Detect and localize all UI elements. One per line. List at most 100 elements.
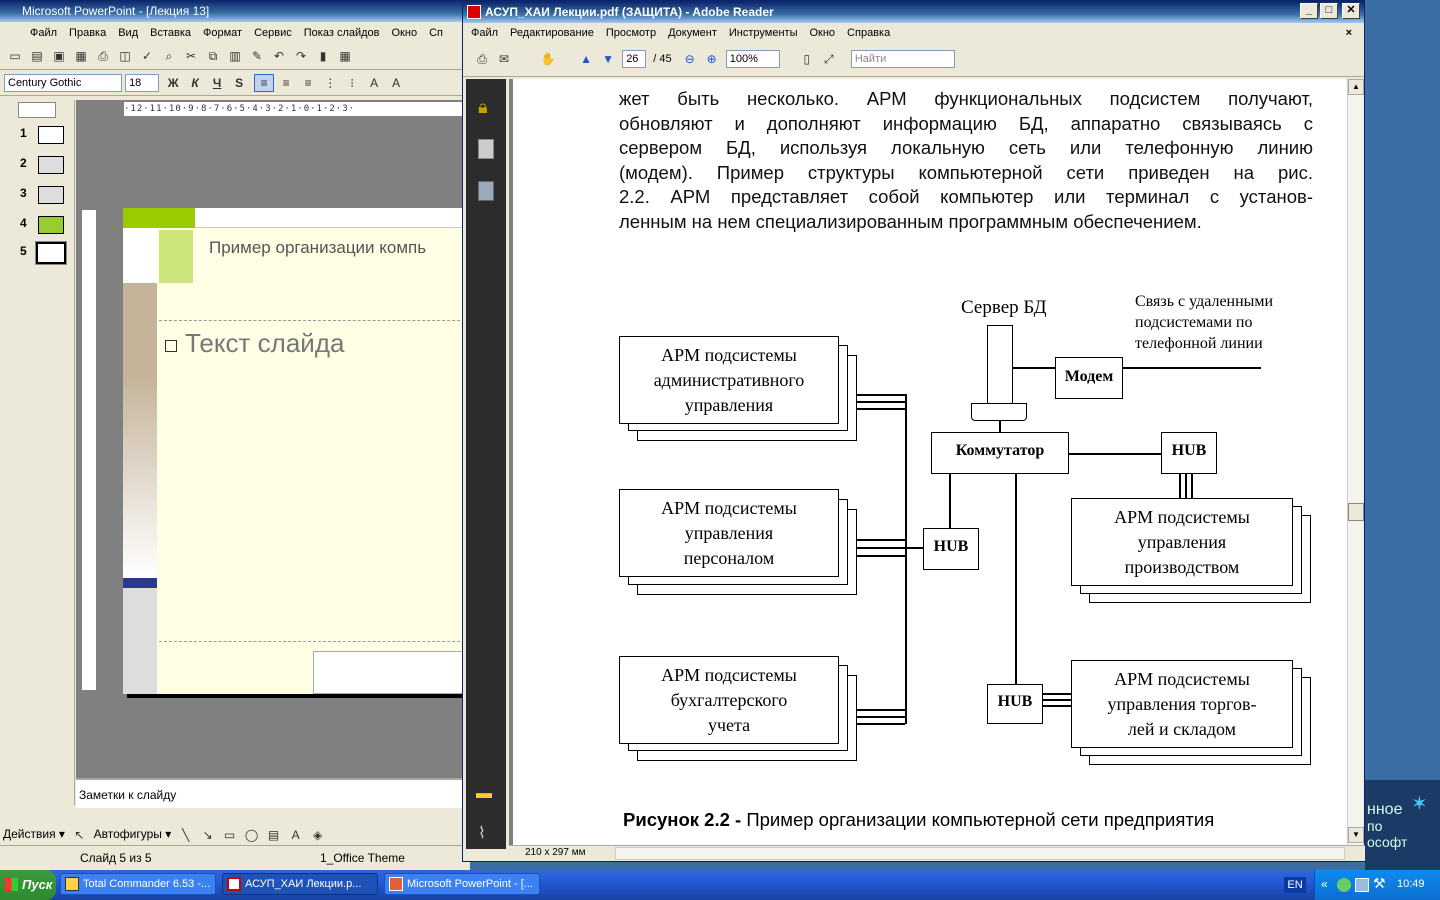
line-icon[interactable]: ╲: [181, 828, 190, 842]
rectangle-icon[interactable]: ▭: [223, 828, 236, 842]
grow-font-icon[interactable]: A: [370, 76, 379, 90]
reader-menu-tools[interactable]: Инструменты: [728, 27, 798, 39]
actions-menu[interactable]: Действия ▾: [3, 827, 65, 842]
format-painter-icon[interactable]: ✎: [251, 49, 263, 63]
zoom-out-icon[interactable]: ⊖: [684, 52, 695, 66]
start-button[interactable]: Пуск: [0, 870, 56, 900]
reader-menu-window[interactable]: Окно: [809, 27, 836, 39]
fit-page-icon[interactable]: ▯: [803, 52, 811, 66]
thumb-4[interactable]: 4: [20, 216, 70, 234]
ppt-menu-file[interactable]: Файл: [30, 27, 58, 39]
notes-pane[interactable]: Заметки к слайду: [76, 778, 470, 808]
print-icon[interactable]: ⎙: [98, 49, 108, 63]
numbering-icon[interactable]: ⋮: [324, 76, 337, 90]
taskbar-item-powerpoint[interactable]: Microsoft PowerPoint - [...: [384, 873, 540, 895]
ppt-menu-slideshow[interactable]: Показ слайдов: [303, 27, 380, 39]
reader-menu-help[interactable]: Справка: [847, 27, 891, 39]
ppt-menu-tools[interactable]: Сервис: [254, 27, 292, 39]
maximize-button[interactable]: □: [1320, 3, 1338, 19]
slide-title[interactable]: Пример организации компь: [209, 238, 427, 257]
scroll-up-icon[interactable]: ▲: [1348, 79, 1364, 95]
open-icon[interactable]: ▤: [31, 49, 43, 63]
fit-width-icon[interactable]: ⤢: [823, 52, 834, 66]
table-icon[interactable]: ▦: [339, 49, 351, 63]
cut-icon[interactable]: ✂: [185, 49, 197, 63]
vertical-scrollbar[interactable]: ▲ ▼: [1347, 79, 1364, 845]
redo-icon[interactable]: ↷: [295, 49, 307, 63]
arrow-icon[interactable]: ↘: [202, 828, 213, 842]
outline-tab-icon[interactable]: [18, 102, 56, 118]
comments-icon[interactable]: ▬: [476, 785, 492, 802]
attachments-icon[interactable]: ⌇: [478, 825, 486, 842]
autoshapes-menu[interactable]: Автофигуры ▾: [93, 827, 172, 842]
bold-button[interactable]: Ж: [167, 76, 179, 90]
page-number-input[interactable]: 26: [622, 50, 647, 68]
print-icon[interactable]: ⎙: [477, 52, 487, 66]
preview-icon[interactable]: ◫: [119, 49, 131, 63]
fill-color-icon[interactable]: ◈: [312, 828, 323, 842]
next-page-icon[interactable]: ▼: [602, 52, 615, 66]
ppt-menu-view[interactable]: Вид: [118, 27, 139, 39]
minimize-button[interactable]: _: [1300, 3, 1318, 19]
select-arrow-icon[interactable]: ↖: [74, 828, 85, 842]
reader-menu-file[interactable]: Файл: [471, 27, 499, 39]
oval-icon[interactable]: ◯: [244, 828, 259, 842]
copy-icon[interactable]: ⧉: [208, 49, 218, 63]
undo-icon[interactable]: ↶: [273, 49, 285, 63]
pages-icon[interactable]: [478, 139, 494, 159]
scroll-thumb[interactable]: [1348, 503, 1364, 521]
scroll-down-icon[interactable]: ▼: [1348, 827, 1364, 843]
slide-body-box[interactable]: [159, 320, 470, 642]
textbox-icon[interactable]: ▤: [267, 828, 280, 842]
reader-menu-document[interactable]: Документ: [668, 27, 717, 39]
slide-canvas[interactable]: Пример организации компь Текст слайда: [123, 208, 470, 694]
align-center-icon[interactable]: ≡: [282, 76, 290, 90]
bullets-icon[interactable]: ⁝: [350, 76, 355, 90]
font-size-select[interactable]: 18: [125, 74, 160, 92]
shadow-button[interactable]: S: [235, 76, 244, 90]
thumb-5[interactable]: 5: [20, 241, 70, 265]
paste-icon[interactable]: ▥: [229, 49, 241, 63]
ppt-menu-format[interactable]: Формат: [203, 27, 243, 39]
ppt-menu-help[interactable]: Сп: [429, 27, 443, 39]
taskbar-item-totalcmd[interactable]: Total Commander 6.53 -...: [60, 873, 216, 895]
shrink-font-icon[interactable]: A: [392, 76, 401, 90]
doc-close-icon[interactable]: ×: [1345, 27, 1352, 39]
find-input[interactable]: Найти: [850, 50, 955, 68]
email-icon[interactable]: ✉: [498, 52, 510, 66]
ppt-menu-insert[interactable]: Вставка: [150, 27, 192, 39]
tray-expand-icon[interactable]: «: [1321, 877, 1328, 891]
ppt-menu-edit[interactable]: Правка: [69, 27, 107, 39]
tray-app-icon[interactable]: [1337, 878, 1351, 892]
underline-button[interactable]: Ч: [212, 76, 222, 90]
wordart-icon[interactable]: A: [291, 828, 300, 842]
hand-tool-icon[interactable]: ✋: [540, 52, 556, 66]
language-indicator[interactable]: EN: [1284, 877, 1306, 893]
taskbar-item-reader[interactable]: АСУП_ХАИ Лекции.р...: [222, 873, 378, 895]
horizontal-scrollbar[interactable]: [615, 847, 1345, 860]
thumb-3[interactable]: 3: [20, 186, 70, 204]
tray-tools-icon[interactable]: ⚒: [1373, 875, 1386, 891]
font-name-select[interactable]: Century Gothic: [4, 74, 122, 92]
research-icon[interactable]: ⌕: [165, 49, 173, 63]
reader-menu-view[interactable]: Просмотр: [605, 27, 657, 39]
close-button[interactable]: ✕: [1342, 3, 1360, 19]
bookmarks-icon[interactable]: [478, 181, 494, 201]
reader-menu-edit[interactable]: Редактирование: [510, 27, 594, 39]
tray-network-icon[interactable]: [1355, 878, 1369, 892]
prev-page-icon[interactable]: ▲: [580, 52, 593, 66]
thumb-2[interactable]: 2: [20, 156, 70, 174]
save-icon[interactable]: ▣: [53, 49, 65, 63]
zoom-in-icon[interactable]: ⊕: [706, 52, 717, 66]
permission-icon[interactable]: ▦: [75, 49, 87, 63]
align-left-icon[interactable]: ≡: [254, 74, 275, 92]
italic-button[interactable]: К: [191, 76, 199, 90]
align-right-icon[interactable]: ≡: [304, 76, 312, 90]
thumb-1[interactable]: 1: [20, 126, 70, 144]
zoom-select[interactable]: 100%: [725, 50, 780, 68]
spelling-icon[interactable]: ✓: [141, 49, 153, 63]
chart-icon[interactable]: ▮: [319, 49, 327, 63]
security-lock-icon[interactable]: 🔒︎: [478, 97, 488, 117]
pdf-page-area[interactable]: жет быть несколько. АРМ функциональных п…: [509, 79, 1347, 845]
slide-body-text[interactable]: Текст слайда: [185, 328, 345, 358]
